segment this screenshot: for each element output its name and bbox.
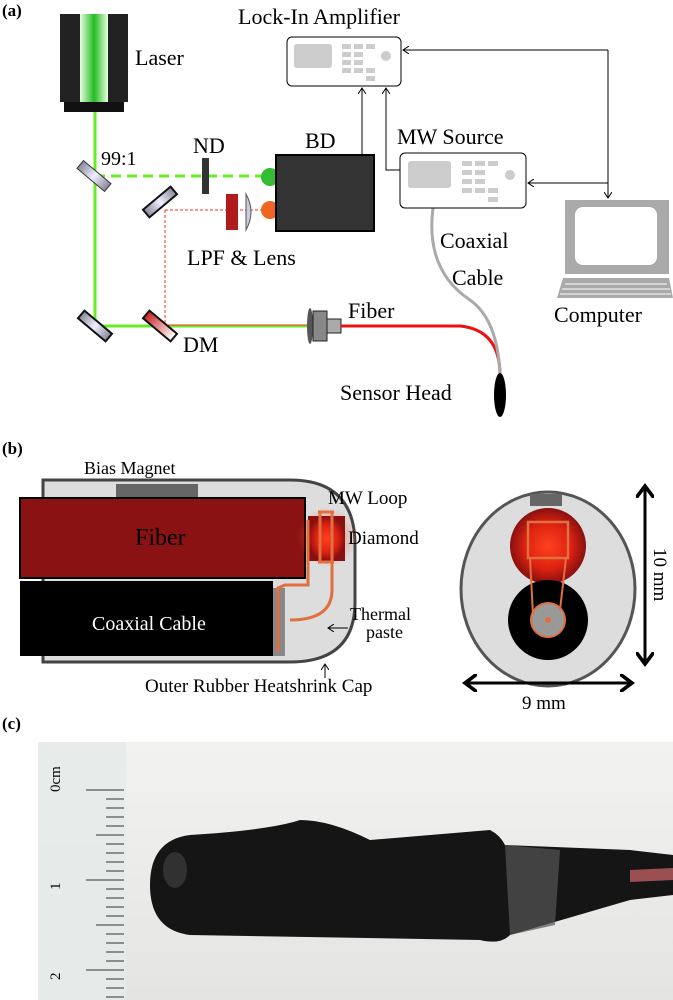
bd-label: BD xyxy=(305,128,336,153)
mirror-bottom xyxy=(76,309,114,343)
diamond xyxy=(308,516,345,561)
fiber-body xyxy=(19,497,306,579)
cap-label: Outer Rubber Heatshrink Cap xyxy=(145,676,372,697)
beamsplitter xyxy=(76,159,112,193)
diamond-label: Diamond xyxy=(348,528,419,549)
bias-magnet xyxy=(116,484,198,500)
laser xyxy=(60,14,128,112)
photodiode-green xyxy=(261,168,279,186)
thermal-label-1: Thermal xyxy=(350,604,411,624)
mw-loop-label: MW Loop xyxy=(328,488,407,509)
mw-source-label: MW Source xyxy=(397,124,504,149)
thermal-label-2: paste xyxy=(366,622,403,642)
sensor-photo: 0cm 1 2 xyxy=(38,742,673,1000)
lens xyxy=(245,192,252,232)
mirror xyxy=(141,185,179,219)
mw-loop xyxy=(276,510,334,652)
lock-in-amplifier xyxy=(286,36,402,87)
dm-label: DM xyxy=(183,332,218,357)
mw-source xyxy=(399,152,527,209)
laser-label: Laser xyxy=(135,45,185,70)
splitter-label: 99:1 xyxy=(101,148,137,170)
ruler-0cm: 0cm xyxy=(48,766,64,792)
width-label: 9 mm xyxy=(522,693,566,714)
lpf xyxy=(226,194,238,230)
cross-section xyxy=(459,490,637,688)
photodiode-red xyxy=(261,201,279,219)
panel-c-label: (c) xyxy=(2,714,21,733)
panel-a-label: (a) xyxy=(2,1,22,20)
coax-body-label: Coaxial Cable xyxy=(92,613,206,635)
dichroic-mirror xyxy=(141,309,179,343)
coaxial-cable-line xyxy=(430,207,502,376)
sensor-head xyxy=(494,373,506,417)
height-label: 10 mm xyxy=(649,548,670,602)
computer-icon xyxy=(557,200,673,298)
fiber-coupler xyxy=(307,308,342,344)
bias-magnet-label: Bias Magnet xyxy=(84,458,176,478)
nd-label: ND xyxy=(193,133,225,158)
coax-label-1: Coaxial xyxy=(440,228,508,253)
fiber-line xyxy=(341,324,502,385)
signal-wires xyxy=(362,50,608,198)
coax-label-2: Cable xyxy=(452,265,503,290)
fiber-body-label: Fiber xyxy=(135,525,186,551)
balanced-detector xyxy=(275,154,375,232)
panel-b-label: (b) xyxy=(2,439,23,458)
coaxial-cable-body xyxy=(20,581,273,656)
lock-in-label: Lock-In Amplifier xyxy=(238,4,401,29)
nd-filter xyxy=(202,158,209,194)
computer-label: Computer xyxy=(554,302,643,327)
beam-path xyxy=(93,112,310,328)
fiber-label: Fiber xyxy=(348,298,395,323)
lpf-lens-label: LPF & Lens xyxy=(187,245,296,270)
ruler-2: 2 xyxy=(48,973,64,981)
ruler-1: 1 xyxy=(48,883,64,891)
ruler-ticks xyxy=(86,789,124,998)
sensor-head-label: Sensor Head xyxy=(340,380,452,405)
